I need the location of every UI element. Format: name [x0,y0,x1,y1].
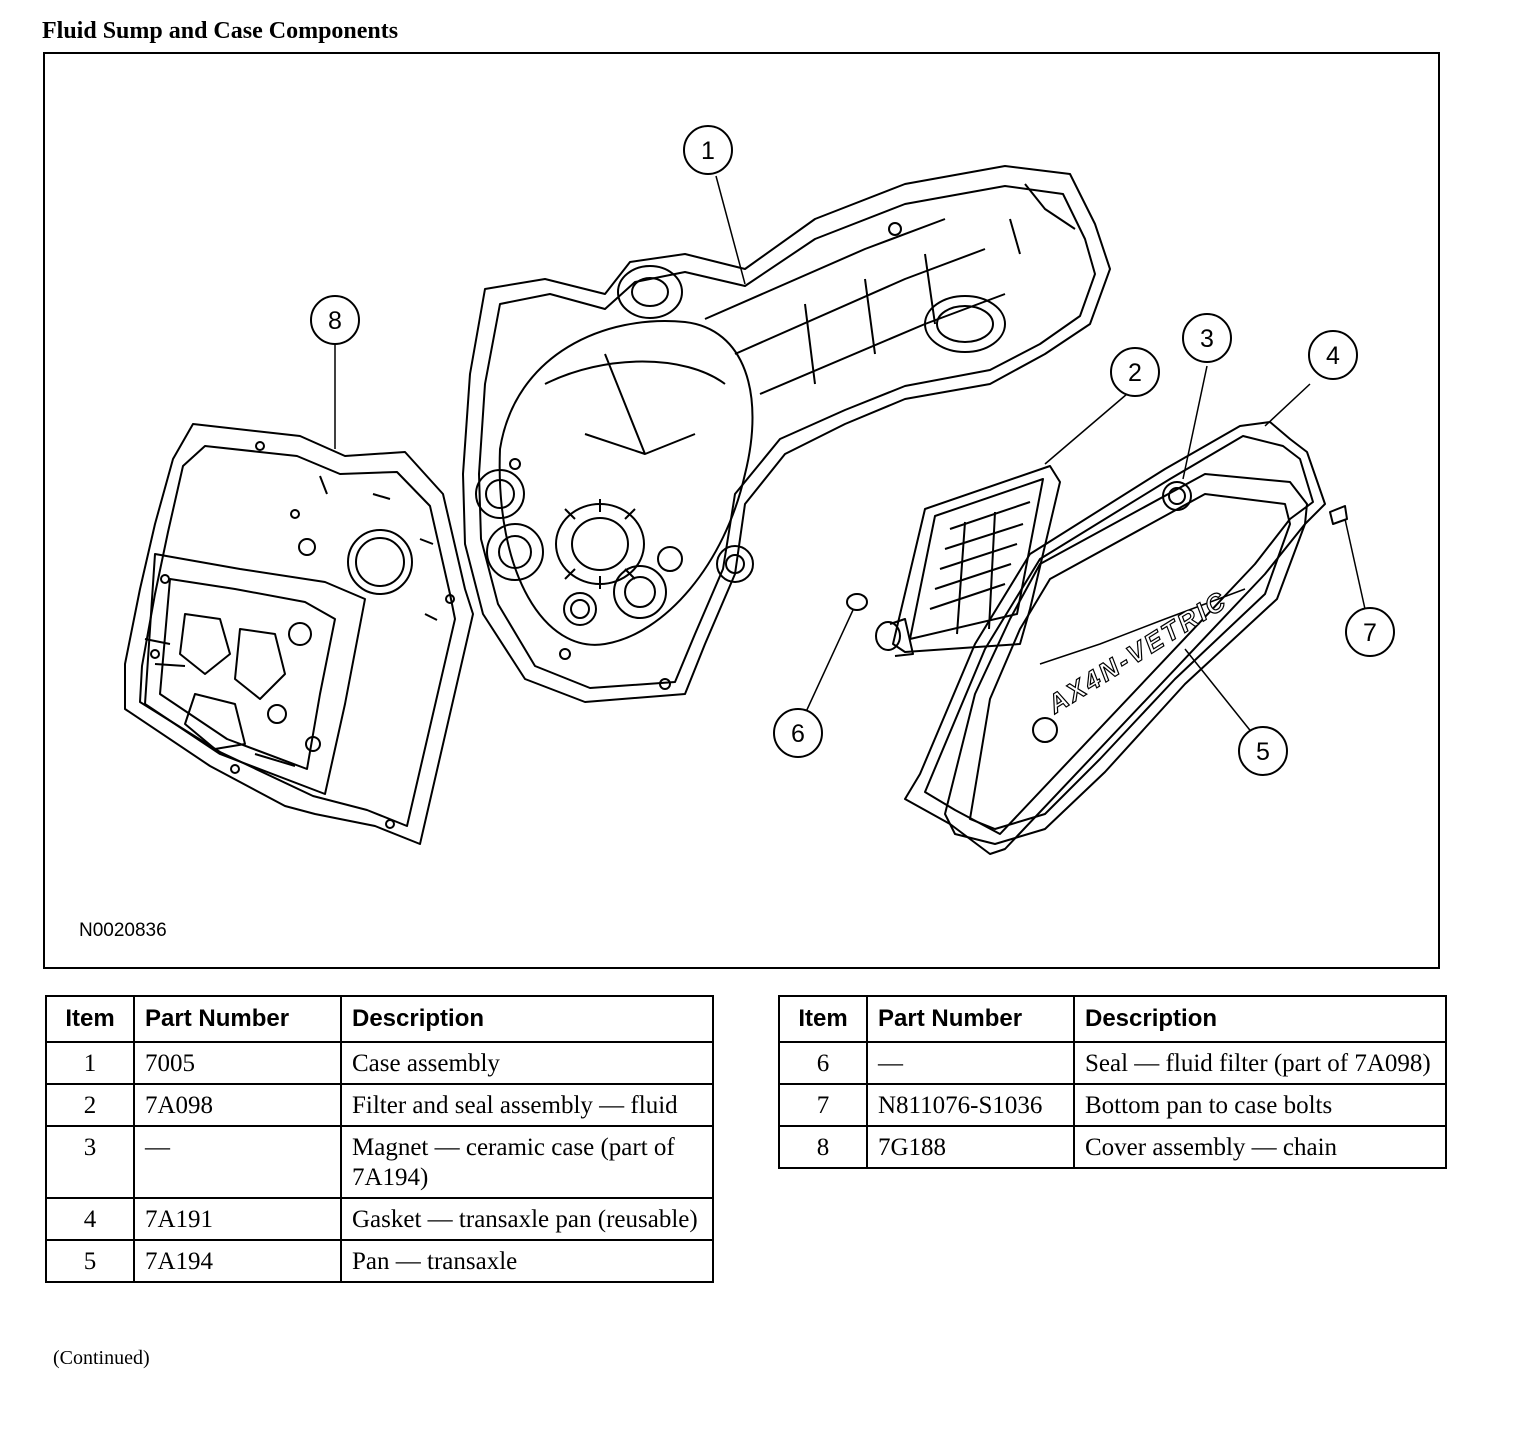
transaxle-pan-drawing [944,473,1348,845]
description: Cover assembly — chain [1073,1125,1447,1169]
callout-label-4: 4 [1326,342,1340,370]
description: Seal — fluid filter (part of 7A098) [1073,1041,1447,1085]
description: Magnet — ceramic case (part of 7A194) [340,1125,714,1199]
table-row: 1 7005 Case assembly [45,1041,714,1085]
part-number: — [866,1041,1075,1085]
callout-6 [773,708,823,758]
table-row: 6 — Seal — fluid filter (part of 7A098) [778,1041,1447,1085]
item-number: 6 [778,1041,868,1085]
parts-table-left: Item Part Number Description 1 7005 Case… [45,995,714,1283]
callout-label-5: 5 [1256,738,1270,766]
header-item: Item [45,995,135,1043]
callout-8 [310,295,360,345]
callout-circles [310,125,1395,776]
callout-label-7: 7 [1363,619,1377,647]
header-part-number: Part Number [866,995,1075,1043]
description: Case assembly [340,1041,714,1085]
description: Filter and seal assembly — fluid [340,1083,714,1127]
part-number: 7A098 [133,1083,342,1127]
item-number: 2 [45,1083,135,1127]
header-part-number: Part Number [133,995,342,1043]
part-number: 7A191 [133,1197,342,1241]
item-number: 8 [778,1125,868,1169]
table-row: 2 7A098 Filter and seal assembly — fluid [45,1083,714,1127]
figure-id: N0020836 [79,920,167,941]
callout-label-8: 8 [328,307,342,335]
item-number: 5 [45,1239,135,1283]
fluid-filter-drawing [875,465,1061,657]
item-number: 1 [45,1041,135,1085]
continued-note: (Continued) [53,1347,150,1369]
callout-leaders [334,175,1366,735]
exploded-view-figure: 1 2 3 4 5 6 7 8 AX4N-VETRIC N0020836 [43,52,1440,969]
part-number: 7005 [133,1041,342,1085]
callout-label-3: 3 [1200,325,1214,353]
callout-3 [1182,313,1232,363]
case-assembly-drawing [462,165,1111,703]
filter-seal-drawing [846,593,868,611]
description: Gasket — transaxle pan (reusable) [340,1197,714,1241]
chain-cover-drawing [124,423,474,845]
callout-label-6: 6 [791,720,805,748]
header-item: Item [778,995,868,1043]
item-number: 4 [45,1197,135,1241]
header-description: Description [340,995,714,1043]
exploded-view-drawing: 1 2 3 4 5 6 7 8 AX4N-VETRIC [124,125,1395,855]
table-row: 8 7G188 Cover assembly — chain [778,1125,1447,1169]
table-row: 3 — Magnet — ceramic case (part of 7A194… [45,1125,714,1199]
table-header-row: Item Part Number Description [778,995,1447,1043]
item-number: 7 [778,1083,868,1127]
callout-7 [1345,607,1395,657]
item-number: 3 [45,1125,135,1199]
callout-label-2: 2 [1128,359,1142,387]
table-row: 4 7A191 Gasket — transaxle pan (reusable… [45,1197,714,1241]
part-number: — [133,1125,342,1199]
table-row: 7 N811076-S1036 Bottom pan to case bolts [778,1083,1447,1127]
callout-1 [683,125,733,175]
callout-2 [1110,347,1160,397]
pan-gasket-drawing [904,421,1326,855]
part-number: 7G188 [866,1125,1075,1169]
part-number: 7A194 [133,1239,342,1283]
page-title: Fluid Sump and Case Components [42,18,399,44]
callout-5 [1238,726,1288,776]
parts-table-right: Item Part Number Description 6 — Seal — … [778,995,1447,1169]
table-row: 5 7A194 Pan — transaxle [45,1239,714,1283]
callout-label-1: 1 [701,137,715,165]
description: Bottom pan to case bolts [1073,1083,1447,1127]
header-description: Description [1073,995,1447,1043]
callout-4 [1308,330,1358,380]
description: Pan — transaxle [340,1239,714,1283]
part-number: N811076-S1036 [866,1083,1075,1127]
table-header-row: Item Part Number Description [45,995,714,1043]
